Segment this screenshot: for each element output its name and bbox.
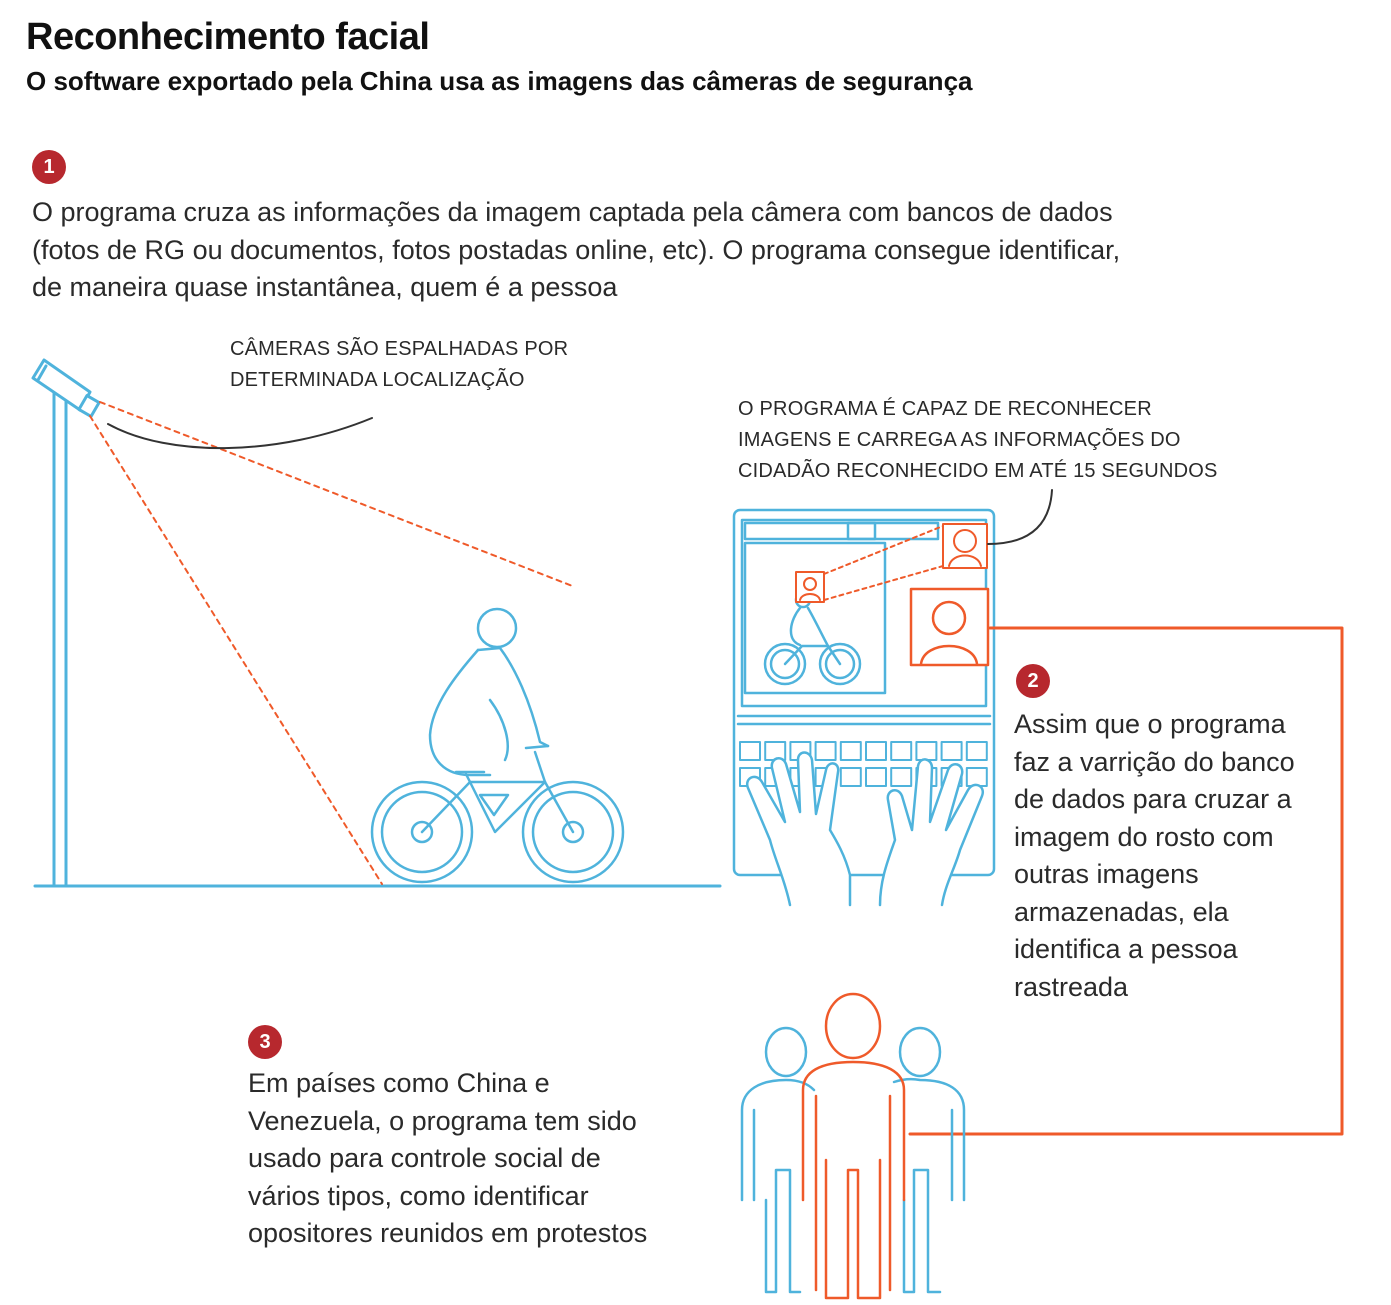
cyclist-icon (370, 607, 625, 884)
keyboard-key (890, 741, 913, 761)
step-2-line: imagem do rosto com (1014, 821, 1274, 852)
program-caption-line: IMAGENS E CARREGA AS INFORMAÇÕES DO (738, 429, 1181, 451)
security-camera-icon (31, 358, 101, 888)
program-leader-line (987, 489, 1053, 545)
camera-view-cone (89, 401, 576, 885)
keyboard-key (965, 741, 988, 761)
step-3-text: Em países como China e Venezuela, o prog… (248, 1065, 647, 1253)
step-2-line: armazenadas, ela (1014, 896, 1229, 927)
keyboard-key (865, 741, 887, 761)
step-3-line: Em países como China e (248, 1068, 550, 1098)
step-3-line: opositores reunidos em protestos (248, 1218, 648, 1248)
step-2-line: outras imagens (1014, 859, 1199, 889)
program-caption: O PROGRAMA É CAPAZ DE RECONHECER IMAGENS… (738, 394, 1218, 487)
step-2-line: identifica a pessoa (1014, 934, 1238, 964)
keyboard-key (839, 767, 862, 787)
step-1-line: O programa cruza as informações da image… (32, 197, 1113, 227)
cameras-caption: CÂMERAS SÃO ESPALHADAS POR DETERMINADA L… (230, 334, 568, 396)
page-title: Reconhecimento facial (26, 16, 430, 58)
typing-hands (745, 751, 985, 907)
program-caption-line: O PROGRAMA É CAPAZ DE RECONHECER (738, 398, 1152, 420)
page-subtitle: O software exportado pela China usa as i… (26, 66, 973, 96)
step-1-line: de maneira quase instantânea, quem é a p… (32, 272, 618, 302)
keyboard-key (940, 741, 963, 761)
keyboard-key (865, 767, 887, 787)
step-3-line: vários tipos, como identificar (248, 1180, 589, 1211)
keyboard-key (890, 767, 913, 787)
keyboard-key (764, 741, 787, 761)
cameras-caption-line: DETERMINADA LOCALIZAÇÃO (230, 369, 525, 391)
connector-line (908, 626, 1344, 1136)
step-1-text: O programa cruza as informações da image… (32, 194, 1120, 307)
cameras-caption-line: CÂMERAS SÃO ESPALHADAS POR (230, 338, 569, 360)
keyboard-key (739, 741, 761, 761)
step-3-line: Venezuela, o programa tem sido (248, 1105, 637, 1136)
keyboard-key (965, 767, 988, 787)
step-1-line: (fotos de RG ou documentos, fotos postad… (32, 234, 1121, 265)
cameras-leader-line (107, 417, 373, 450)
step-2-line: faz a varrição do banco (1014, 746, 1295, 777)
keyboard-key (839, 741, 862, 761)
step-2-line: Assim que o programa (1014, 709, 1286, 739)
step-3-badge: 3 (248, 1025, 282, 1059)
step-2-line: rastreada (1014, 971, 1129, 1002)
program-caption-line: CIDADÃO RECONHECIDO EM ATÉ 15 SEGUNDOS (738, 460, 1218, 482)
keyboard-key (814, 741, 837, 761)
step-2-badge: 2 (1016, 664, 1050, 698)
step-3-line: usado para controle social de (248, 1143, 601, 1173)
step-2-line: de dados para cruzar a (1014, 784, 1292, 814)
face-match-icon (795, 523, 990, 667)
people-group-icon (740, 992, 966, 1300)
step-2-text: Assim que o programa faz a varrição do b… (1014, 706, 1295, 1006)
step-1-badge: 1 (32, 150, 66, 184)
keyboard-key (915, 741, 938, 761)
